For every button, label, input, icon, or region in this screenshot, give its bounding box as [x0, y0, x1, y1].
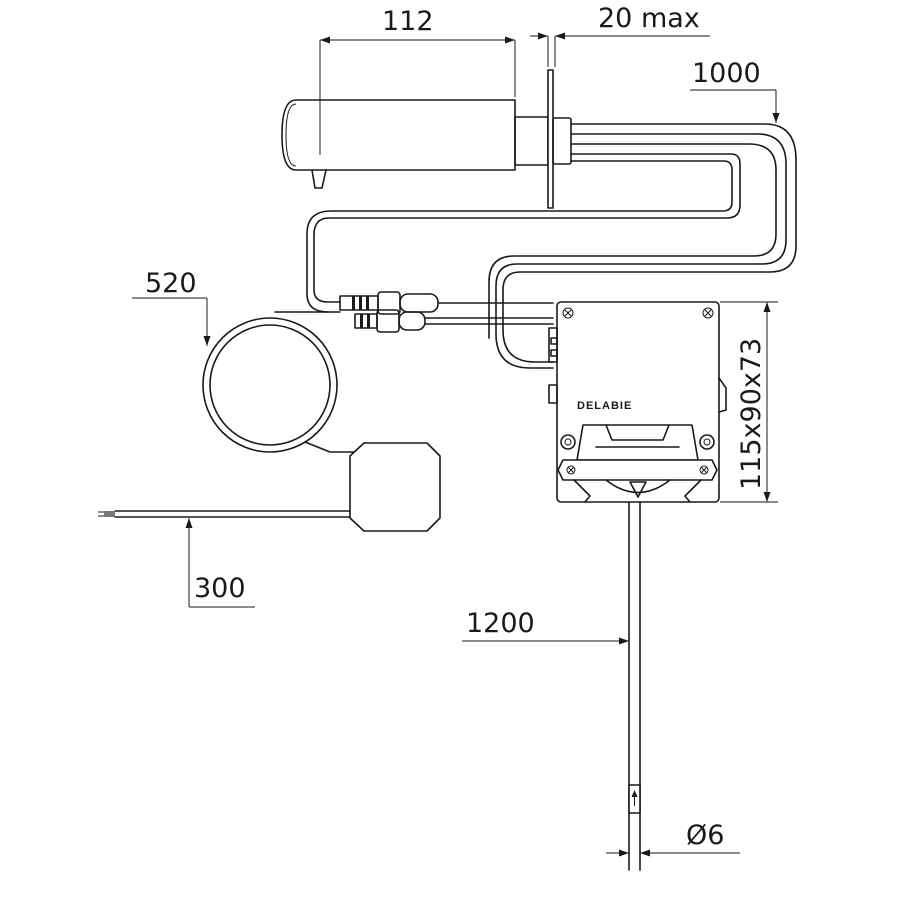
svg-text:300: 300 — [194, 573, 246, 604]
dimension-300: 300 — [185, 518, 255, 608]
spout — [281, 99, 549, 189]
dimension-20-max: 20 max — [530, 3, 710, 67]
dimension-520: 520 — [132, 268, 211, 346]
coiled-cable — [202, 317, 356, 453]
solenoid-cable — [628, 501, 641, 871]
svg-text:1000: 1000 — [692, 58, 761, 89]
connector-lower — [354, 309, 554, 333]
svg-text:Ø6: Ø6 — [686, 820, 724, 851]
dimension-diameter-6: Ø6 — [606, 820, 740, 857]
junction-box — [349, 442, 441, 532]
svg-text:1200: 1200 — [466, 608, 535, 639]
dimension-115x90x73: 115x90x73 — [720, 301, 778, 503]
svg-text:112: 112 — [382, 6, 434, 37]
svg-text:20 max: 20 max — [598, 3, 700, 34]
dimension-1000: 1000 — [690, 58, 780, 123]
svg-text:115x90x73: 115x90x73 — [736, 338, 767, 490]
connector-upper — [339, 291, 554, 315]
power-cable — [98, 510, 351, 518]
control-box: DELABIE — [548, 301, 727, 503]
dimension-112: 112 — [319, 6, 516, 155]
mounting-plate — [547, 69, 572, 209]
svg-text:520: 520 — [145, 268, 197, 299]
hose-bundle — [306, 123, 797, 369]
brand-label: DELABIE — [577, 400, 632, 412]
dimension-1200: 1200 — [462, 608, 629, 645]
